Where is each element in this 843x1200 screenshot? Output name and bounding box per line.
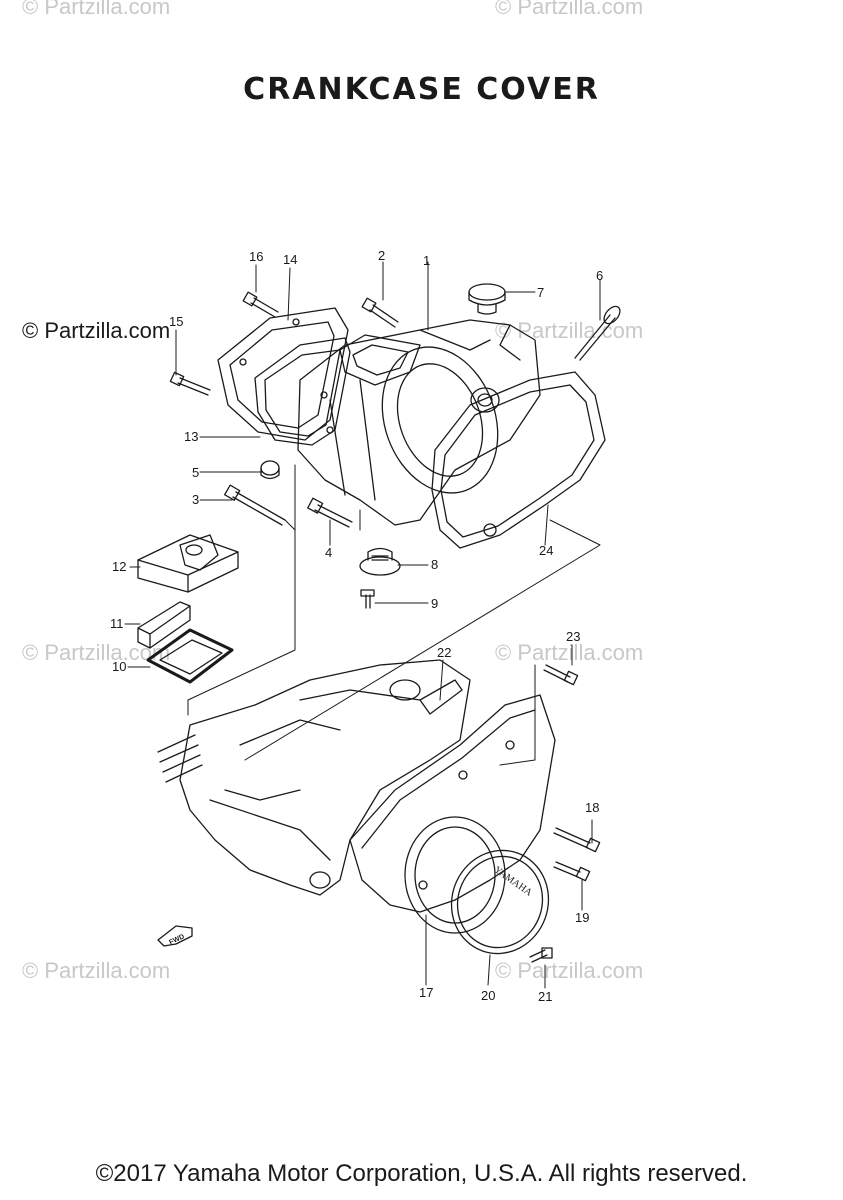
bolt-2-part <box>361 297 399 328</box>
callout-9: 9 <box>431 596 438 611</box>
round-cover-part <box>450 849 550 955</box>
callout-17: 17 <box>419 985 433 1000</box>
plug-part <box>260 460 280 480</box>
callout-4: 4 <box>325 545 332 560</box>
bolt-23-part <box>543 664 579 686</box>
callout-1: 1 <box>423 253 430 268</box>
watermark: © Partzilla.com <box>495 0 644 19</box>
holder-part <box>137 534 239 593</box>
watermark: © Partzilla.com <box>495 958 644 983</box>
callout-18: 18 <box>585 800 599 815</box>
fwd-label: FWD <box>168 933 185 946</box>
watermark: © Partzilla.com <box>22 640 171 665</box>
cover-text: YAMAHA <box>492 864 535 899</box>
breather-part <box>359 547 401 576</box>
right-cover-part <box>349 694 556 934</box>
watermark: © Partzilla.com <box>495 640 644 665</box>
seal-part <box>146 628 234 684</box>
oil-cap-part <box>468 283 506 315</box>
callout-13: 13 <box>184 429 198 444</box>
bolt-19-part <box>553 861 591 882</box>
right-gasket-part <box>431 371 606 549</box>
callout-24: 24 <box>539 543 553 558</box>
bolt-15-part <box>169 371 211 396</box>
callout-15: 15 <box>169 314 183 329</box>
callout-5: 5 <box>192 465 199 480</box>
callout-16: 16 <box>249 249 263 264</box>
engine-assembly-part <box>157 659 471 896</box>
callout-8: 8 <box>431 557 438 572</box>
bolt-21-part <box>529 947 553 963</box>
callout-22: 22 <box>437 645 451 660</box>
bracket-22-part <box>419 679 463 715</box>
callout-14: 14 <box>283 252 297 267</box>
left-cover-part <box>217 307 349 441</box>
watermark: © Partzilla.com <box>22 318 171 343</box>
callout-7: 7 <box>537 285 544 300</box>
watermark: © Partzilla.com <box>22 0 171 19</box>
callout-19: 19 <box>575 910 589 925</box>
callout-6: 6 <box>596 268 603 283</box>
callout-23: 23 <box>566 629 580 644</box>
callout-2: 2 <box>378 248 385 263</box>
leader-lines <box>124 261 601 989</box>
callout-20: 20 <box>481 988 495 1003</box>
crankcase-body-part <box>297 319 541 526</box>
dipstick-part <box>574 305 621 361</box>
bolt-3-part <box>224 484 286 526</box>
screw-9-part <box>360 589 375 609</box>
callout-11: 11 <box>110 616 124 631</box>
fwd-arrow-icon <box>157 925 193 947</box>
bolt-18-part <box>553 827 601 853</box>
page-title: CRANKCASE COVER <box>243 72 600 107</box>
callout-10: 10 <box>112 659 126 674</box>
callout-21: 21 <box>538 989 552 1004</box>
watermark: © Partzilla.com <box>22 958 171 983</box>
bolt-4-part <box>307 497 353 528</box>
bracket-11-part <box>137 601 191 649</box>
assembly-lines <box>187 464 601 766</box>
callout-3: 3 <box>192 492 199 507</box>
callout-12: 12 <box>112 559 126 574</box>
bolt-16-part <box>242 291 279 318</box>
copyright-footer: ©2017 Yamaha Motor Corporation, U.S.A. A… <box>95 1160 748 1187</box>
